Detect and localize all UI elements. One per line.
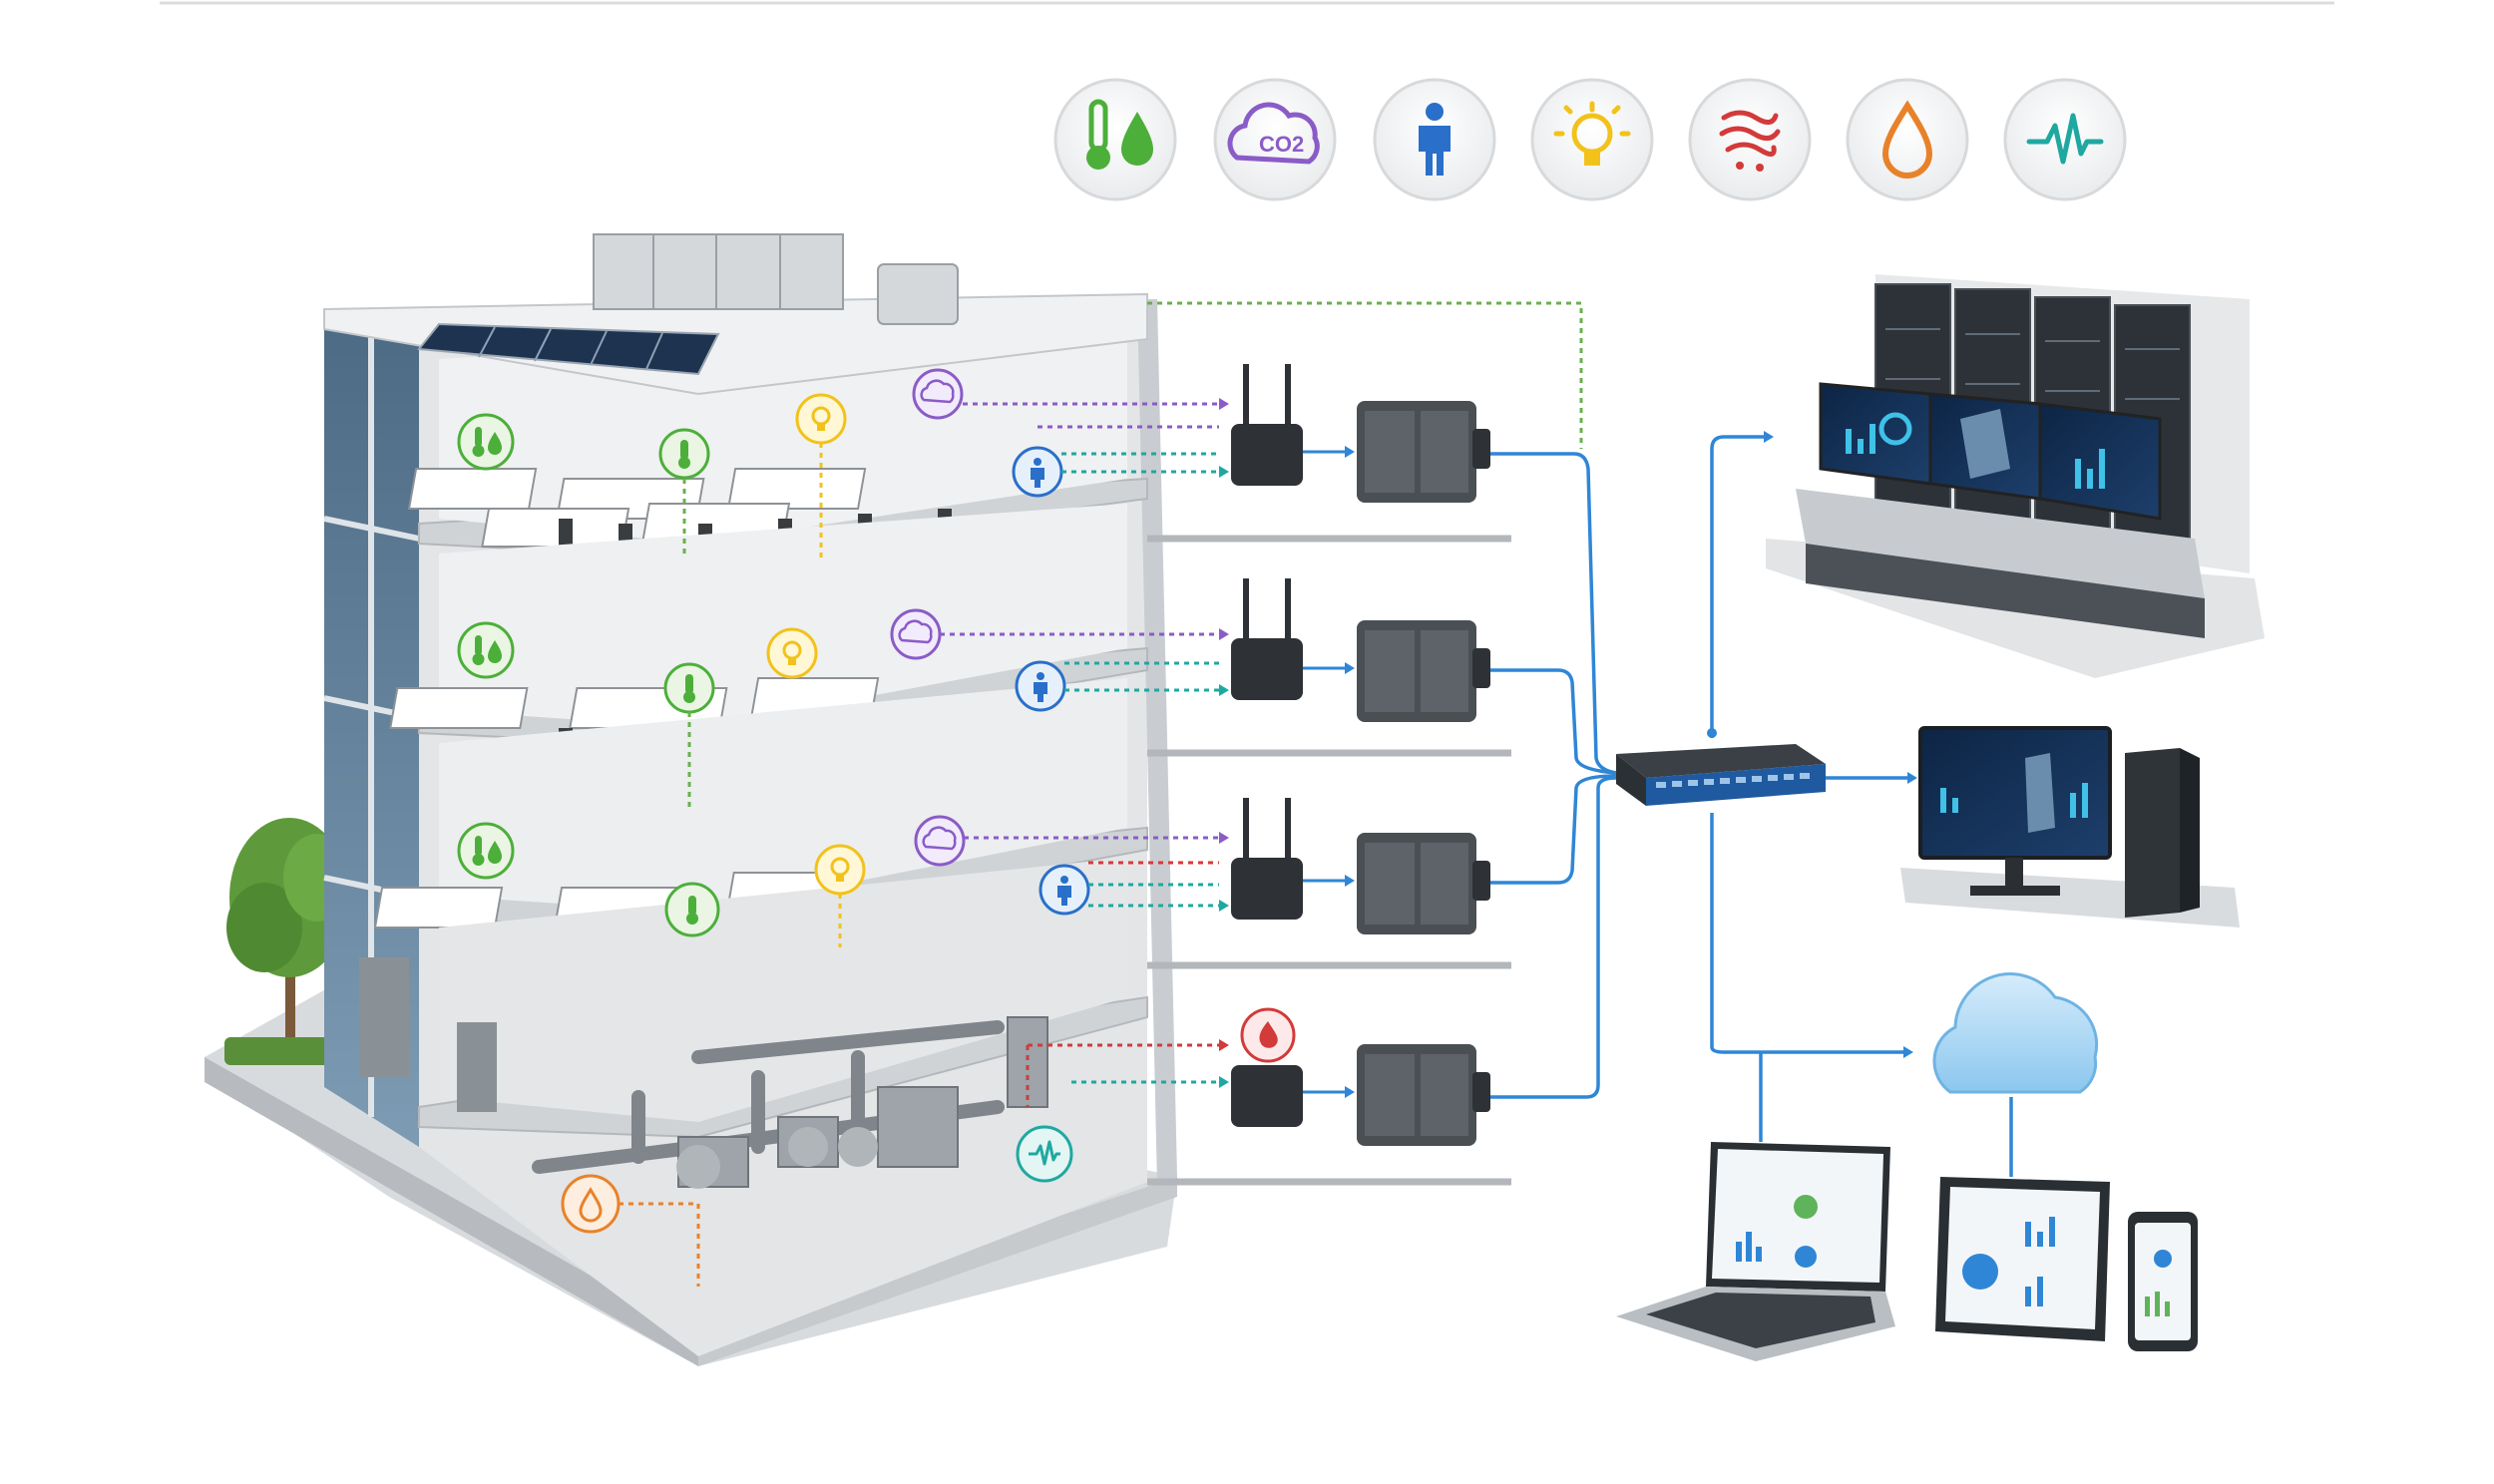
legend-vibration-pulse-icon: [2003, 78, 2127, 201]
building: [205, 233, 1511, 1366]
ground-floor-doors: [359, 957, 497, 1112]
f2-occupancy-person-icon: [1039, 864, 1090, 916]
f3-light-bulb-icon: [766, 627, 818, 679]
gateway-floor-3: [1231, 578, 1303, 700]
f3-co2-icon: [890, 608, 942, 660]
legend-temperature-humidity-icon: [1053, 78, 1177, 201]
sensor-link-arrowheads: [1219, 398, 1229, 1088]
controllers: [1357, 401, 1490, 1146]
legend-light-bulb-icon: [1530, 78, 1654, 201]
control-room-monitors: [1819, 382, 2162, 521]
network-arrowheads: [1707, 431, 1917, 1058]
legend-co2-icon: CO2: [1213, 78, 1337, 201]
legend-fire-smoke-icon: [1688, 78, 1812, 201]
smartphone: [2128, 1212, 2198, 1351]
basement-fire-smoke-icon: [1240, 1007, 1296, 1063]
f3-temperature-humidity-icon: [457, 621, 515, 679]
cloud-icon: [1932, 972, 2099, 1094]
f2-co2-icon: [914, 815, 966, 867]
f2-temperature-humidity-icon: [457, 822, 515, 880]
f4-co2-icon: [912, 368, 964, 420]
gateways: [1231, 364, 1303, 1127]
f4-temperature-icon: [658, 428, 710, 480]
basement-water-leak-drop-icon: [561, 1174, 621, 1234]
controller-floor-2: [1357, 833, 1490, 934]
controller-basement: [1357, 1044, 1490, 1146]
basement-vibration-pulse-icon: [1016, 1125, 1073, 1183]
f2-temperature-icon: [664, 882, 720, 937]
sensor-links: [619, 301, 1583, 1287]
gateway-floor-4: [1231, 364, 1303, 486]
sensor-legend: CO2: [1053, 78, 2127, 201]
network-links: [1490, 435, 2013, 1177]
gateway-floor-2: [1231, 798, 1303, 920]
gateway-basement: [1231, 1065, 1303, 1127]
workstation: [1900, 726, 2240, 928]
workstation-tower: [2125, 748, 2200, 918]
gateway-controller-links: [1303, 446, 1355, 1098]
f3-temperature-icon: [663, 662, 715, 714]
roof: [323, 233, 1148, 396]
controller-floor-4: [1357, 401, 1490, 503]
laptop: [1616, 1142, 1895, 1361]
f4-light-bulb-icon: [795, 393, 847, 445]
tablet: [1935, 1177, 2110, 1341]
control-room-servers: [1766, 274, 2265, 678]
co2-label: CO2: [1259, 132, 1304, 157]
f4-temperature-humidity-icon: [457, 413, 515, 471]
controller-floor-3: [1357, 620, 1490, 722]
legend-water-leak-drop-icon: [1846, 78, 1969, 201]
f3-occupancy-person-icon: [1015, 660, 1066, 712]
workstation-monitor: [1918, 726, 2112, 860]
network-switch: [1616, 744, 1826, 806]
basement-mechanical: [439, 858, 1127, 1189]
f4-occupancy-person-icon: [1012, 446, 1063, 498]
legend-occupancy-person-icon: [1373, 78, 1496, 201]
f2-light-bulb-icon: [814, 844, 866, 896]
